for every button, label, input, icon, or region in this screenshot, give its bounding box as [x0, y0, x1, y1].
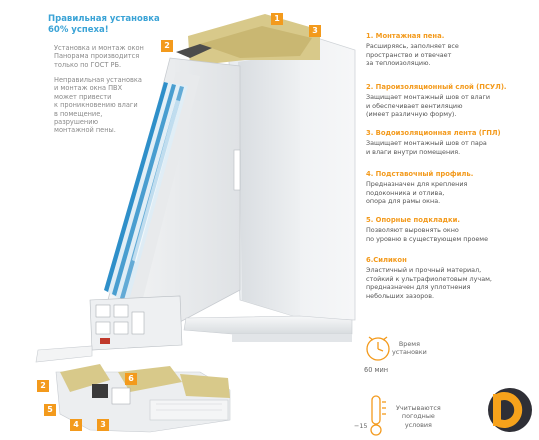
legend-title: 1. Монтажная пена.: [366, 32, 445, 40]
install-time-label-line: установки: [392, 348, 427, 357]
foam-top-shade: [200, 26, 312, 58]
warning-note-line: в помещение,: [54, 109, 103, 118]
warning-note-line: разрушению: [54, 118, 99, 127]
legend-item-foam: 1. Монтажная пена. Расширяясь, заполняет…: [366, 32, 536, 68]
badge-vapor-barrier-bottom: 2: [37, 380, 49, 392]
window-sill: [183, 315, 353, 335]
frame-chamber-3: [95, 321, 111, 335]
gost-note-line: Панорама производится: [54, 52, 140, 61]
legend-line: Защищает монтажный шов от пара: [366, 139, 487, 147]
badge-support-pads: 5: [44, 404, 56, 416]
legend-item-vapor-barrier: 2. Пароизоляционный слой (ПСУЛ). Защищае…: [366, 83, 536, 119]
warning-note: Неправильная установка и монтаж окна ПВХ…: [54, 76, 172, 135]
foam-bottom: [60, 364, 110, 392]
install-time-label: Время установки: [392, 340, 427, 357]
legend-item-stand-profile: 4. Подставочный профиль. Предназначен дл…: [366, 170, 536, 206]
legend-line: опора для рамы окна.: [366, 197, 441, 206]
red-seal: [100, 338, 110, 344]
legend-description: Защищает монтажный шов от влаги и обеспе…: [366, 93, 536, 119]
warning-note-line: монтажной пены.: [54, 126, 116, 135]
wall-reveal: [238, 52, 300, 318]
headline-line-2: 60% успеха!: [48, 25, 109, 35]
legend-line: пространство и отвечает: [366, 50, 452, 59]
window-handle: [233, 149, 241, 191]
support-pad: [92, 384, 108, 398]
legend-description: Расширяясь, заполняет все пространство и…: [366, 42, 536, 68]
legend-description: Эластичный и прочный материал, стойкий к…: [366, 266, 536, 300]
gost-note-line: только по ГОСТ РБ.: [54, 60, 122, 69]
gost-note-line: Установка и монтаж окон: [54, 44, 144, 52]
weather-label-line: Учитываются: [396, 404, 441, 412]
legend-item-silicone: 6.Силикон Эластичный и прочный материал,…: [366, 256, 536, 300]
temperature-value: −15: [354, 422, 368, 430]
warning-note-line: Неправильная установка: [54, 76, 142, 84]
badge-waterproof-tape-bottom: 3: [97, 419, 109, 431]
install-time-label-line: Время: [398, 340, 420, 348]
legend-line: подоконника и отлива,: [366, 188, 445, 197]
headline-line-1: Правильная установка: [48, 14, 160, 24]
legend-line: Защищает монтажный шов от влаги: [366, 93, 491, 101]
window-sill-front: [232, 334, 352, 342]
legend-line: Позволяют выровнять окно: [366, 226, 459, 234]
thermometer-icon: [370, 395, 386, 436]
weather-label-line: условия: [404, 420, 432, 429]
badge-silicone: 6: [125, 373, 137, 385]
glass-pane-1: [104, 82, 168, 292]
glass-highlight: [132, 100, 180, 262]
legend-description: Позволяют выровнять окно по уровню в сущ…: [366, 226, 536, 243]
legend-title: 6.Силикон: [366, 256, 407, 264]
frame-chamber-5: [131, 311, 145, 335]
weather-label: Учитываются погодные условия: [396, 404, 441, 429]
frame-chamber-1: [95, 304, 111, 318]
brand-logo-icon: [488, 388, 532, 432]
legend-line: по уровню в существующем проеме: [366, 234, 489, 243]
legend-item-waterproof-tape: 3. Водоизоляционная лента (ГПЛ) Защищает…: [366, 129, 536, 156]
legend-line: небольших зазоров.: [366, 291, 435, 300]
legend-line: за теплоизоляцию.: [366, 59, 431, 68]
legend-item-support-pads: 5. Опорные подкладки. Позволяют выровнят…: [366, 216, 536, 243]
legend-title: 3. Водоизоляционная лента (ГПЛ): [366, 129, 501, 137]
legend-line: предназначен для уплотнения: [366, 283, 471, 292]
legend-title: 2. Пароизоляционный слой (ПСУЛ).: [366, 83, 507, 91]
glass-pane-2: [112, 84, 176, 296]
legend-title: 5. Опорные подкладки.: [366, 216, 460, 224]
clock-icon: [366, 336, 390, 361]
legend-line: стойкий к ультрафиолетовым лучам,: [366, 274, 492, 283]
legend-line: (имеет различную форму).: [366, 110, 457, 119]
stand-profile: [111, 387, 131, 405]
badge-vapor-barrier-top: 2: [161, 40, 173, 52]
foam-bottom-right: [118, 366, 182, 392]
legend-line: Предназначен для крепления: [366, 180, 468, 188]
legend-line: Эластичный и прочный материал,: [366, 266, 482, 274]
frame-chamber-4: [113, 321, 129, 335]
badge-waterproof-tape-top: 3: [309, 25, 321, 37]
legend-title: 4. Подставочный профиль.: [366, 170, 474, 178]
badge-stand-profile: 4: [70, 419, 82, 431]
foam-bottom-far: [180, 374, 230, 398]
badge-foam-top: 1: [271, 13, 283, 25]
legend-line: и обеспечивает вентиляцию: [366, 101, 463, 110]
headline: Правильная установка 60% успеха!: [48, 14, 168, 36]
warning-note-line: к проникновению влаги: [54, 101, 138, 110]
warning-note-line: и монтаж окна ПВХ: [54, 84, 123, 93]
gost-note: Установка и монтаж окон Панорама произво…: [54, 44, 172, 69]
frame-chamber-2: [113, 304, 129, 318]
weather-label-line: погодные: [401, 412, 435, 421]
insulation-strip-top: [176, 44, 212, 58]
warning-note-line: может привести: [54, 92, 112, 101]
legend-description: Защищает монтажный шов от пара и влаги в…: [366, 139, 536, 156]
legend-line: и влаги внутри помещения.: [366, 147, 461, 156]
legend-line: Расширяясь, заполняет все: [366, 42, 459, 50]
install-time-value: 60 мин: [364, 366, 389, 374]
exterior-drip-sill: [35, 345, 93, 363]
legend-description: Предназначен для крепления подоконника и…: [366, 180, 536, 206]
